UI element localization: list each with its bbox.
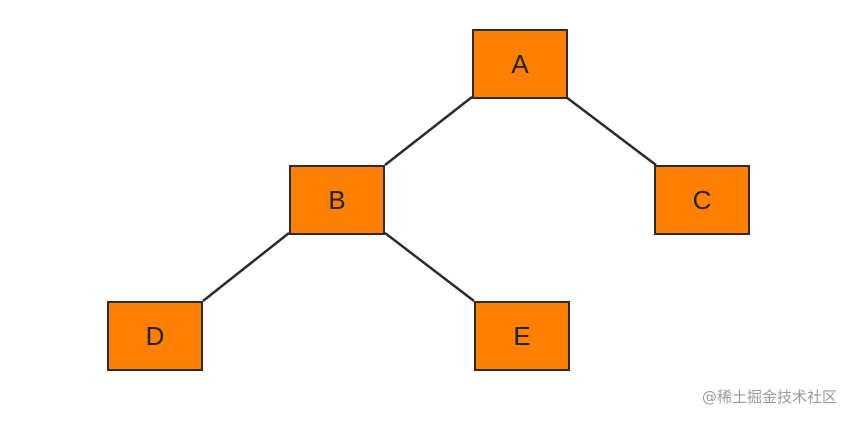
node-a: A xyxy=(472,29,568,99)
edge-a-c xyxy=(565,96,657,166)
edge-b-d xyxy=(202,232,290,302)
node-c: C xyxy=(654,165,750,235)
node-d: D xyxy=(107,301,203,371)
node-a-label: A xyxy=(511,48,529,79)
node-e: E xyxy=(474,301,570,371)
node-d-label: D xyxy=(145,320,165,351)
node-b: B xyxy=(289,165,385,235)
node-c-label: C xyxy=(692,184,712,215)
node-e-label: E xyxy=(513,320,531,351)
edge-b-e xyxy=(384,232,475,302)
edge-a-b xyxy=(384,96,473,166)
node-b-label: B xyxy=(328,184,346,215)
watermark: @稀土掘金技术社区 xyxy=(701,388,837,406)
